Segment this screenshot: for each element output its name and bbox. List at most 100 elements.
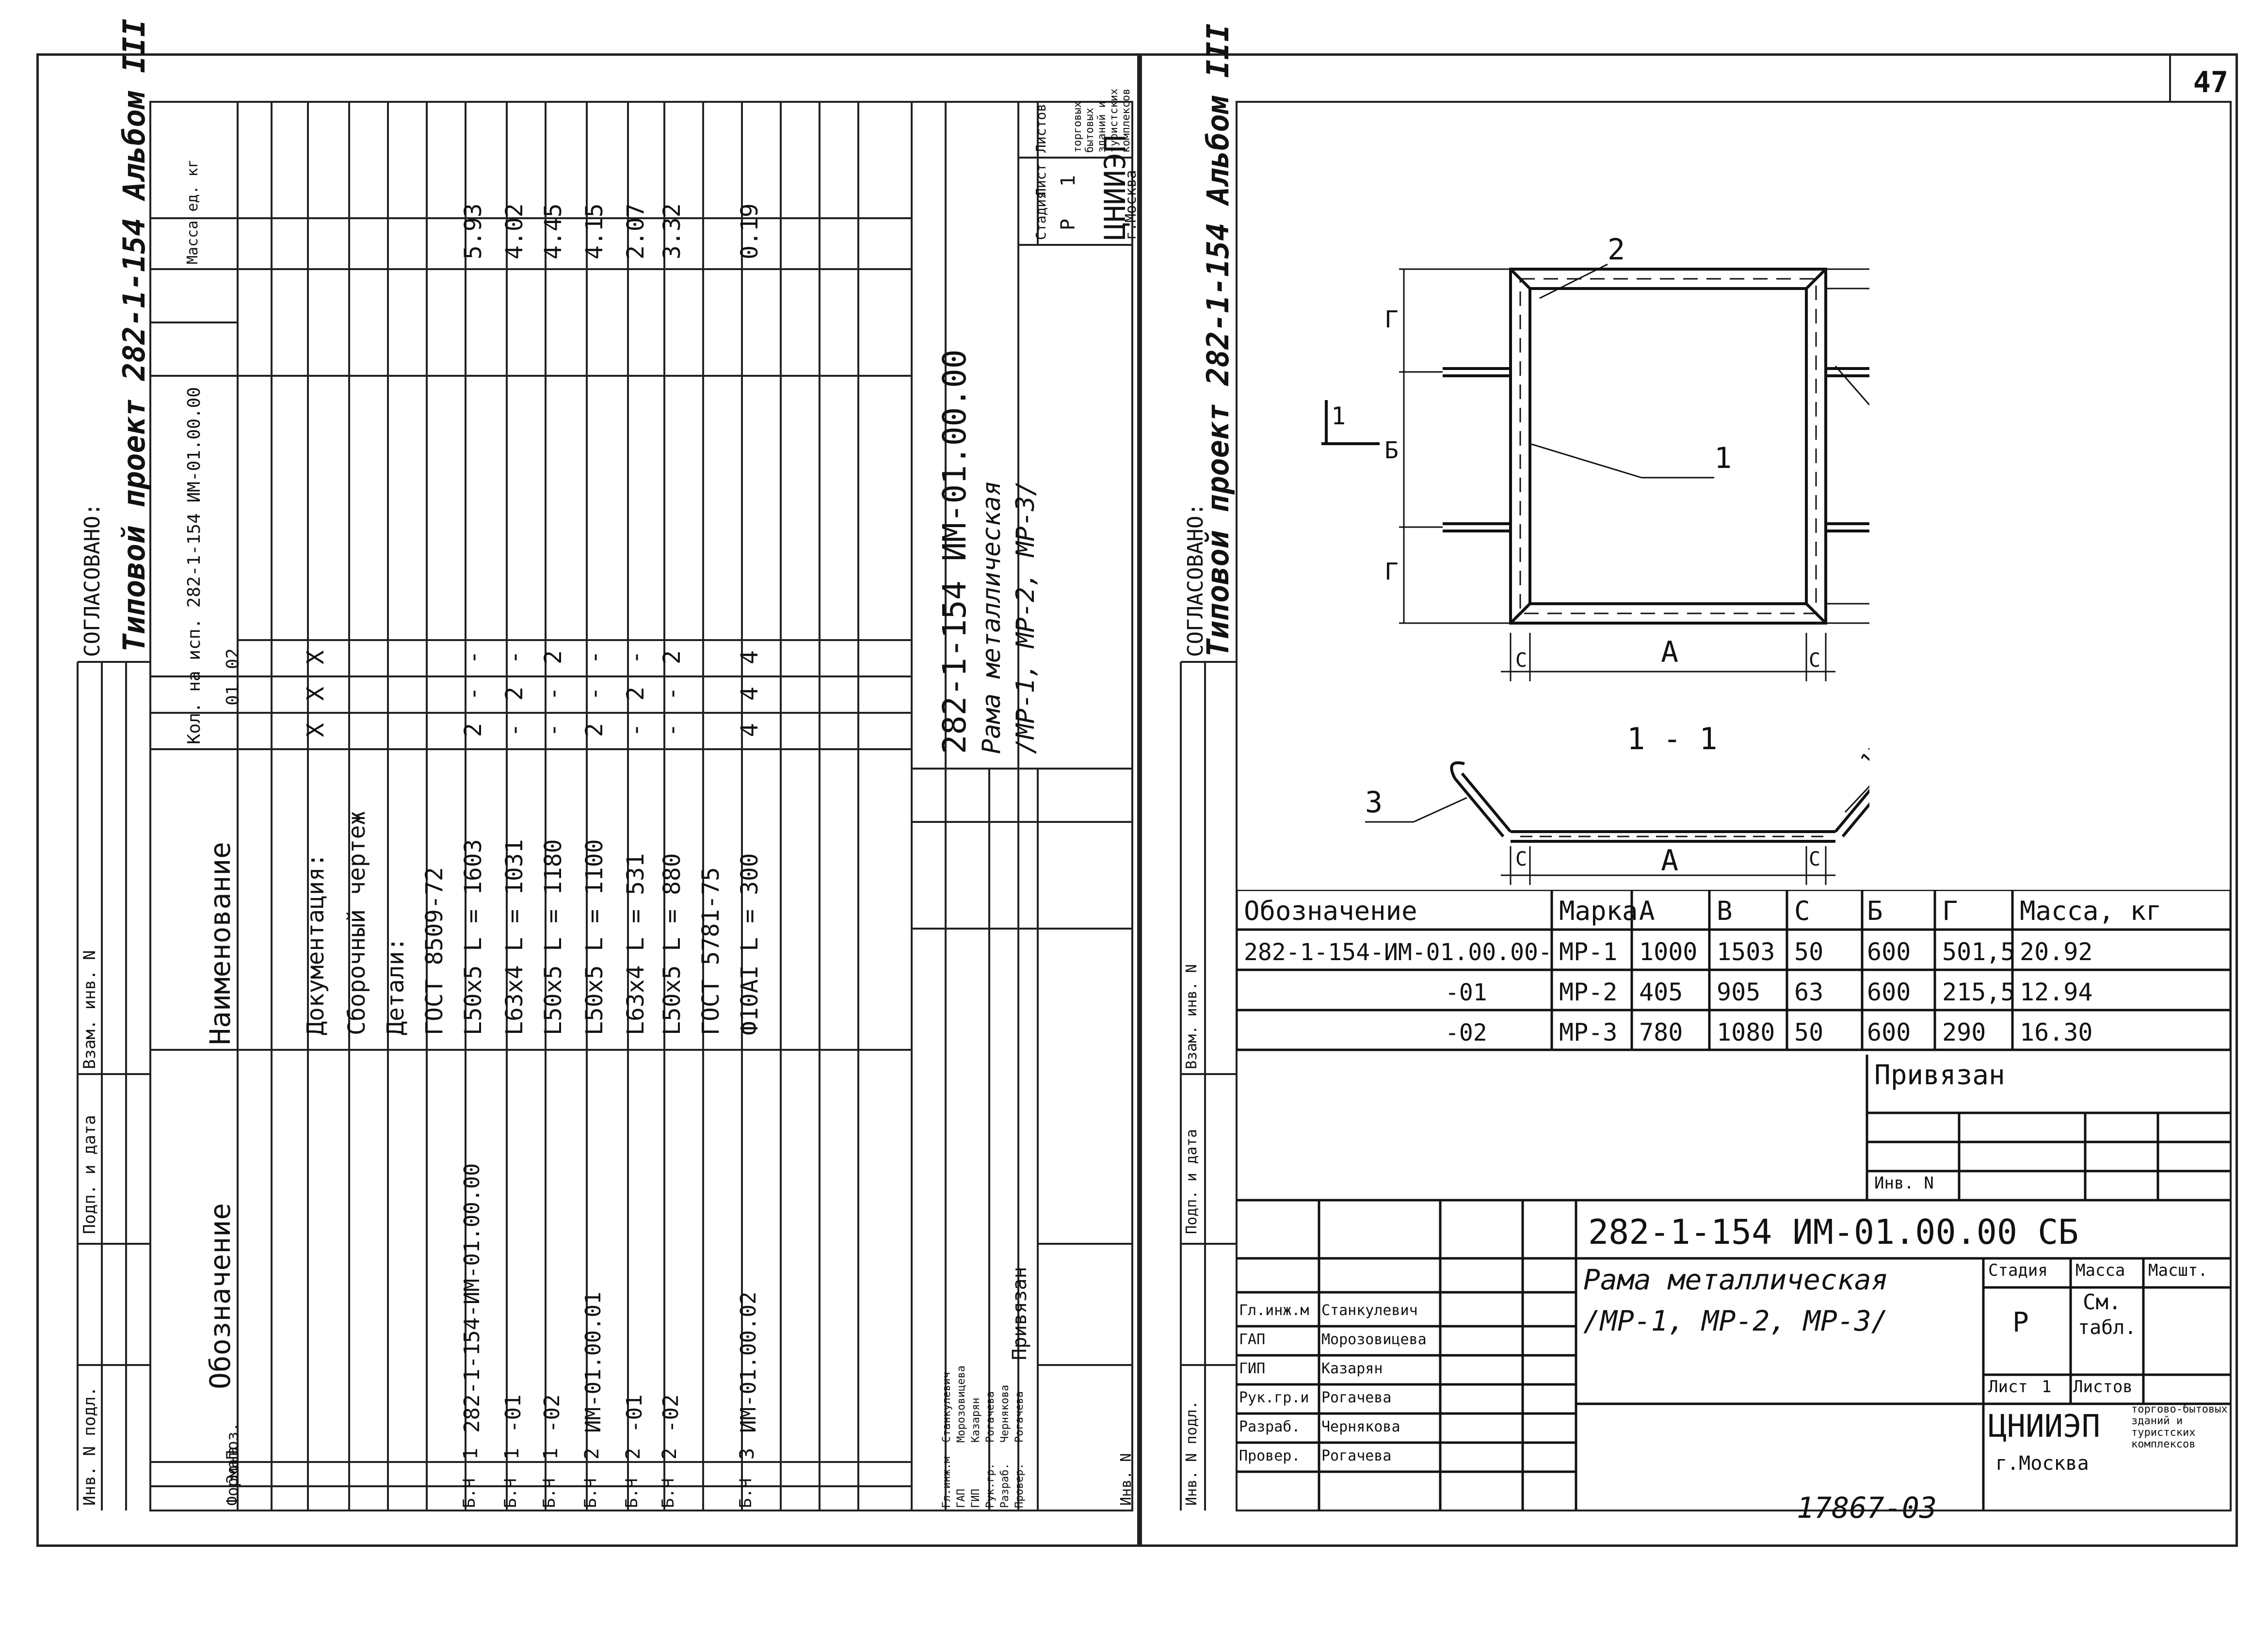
label-1: 1 (1714, 441, 1732, 475)
stamp-person: Морозовицева (1321, 1331, 1427, 1348)
row-name: Детали: (382, 937, 409, 1035)
stamp-person: Станкулевич (1321, 1302, 1418, 1319)
row-designation: -02 (540, 1394, 564, 1433)
row-qty-0: X (302, 723, 329, 737)
left-stamp-stage-label: Стадия (1033, 191, 1049, 240)
right-stamp-title1: Рама металлическая (1583, 1263, 1888, 1296)
side-stamp-3: Взам. инв. N (80, 950, 99, 1069)
right-stamp-grid (1237, 1055, 2231, 1510)
col-designation: Обозначение (204, 1203, 237, 1389)
dim-g-bot: Г (1384, 558, 1399, 585)
stamp-person: Чернякова (1321, 1418, 1400, 1435)
variants-header: Масса, кг (2020, 896, 2162, 926)
variants-cell: 405 (1639, 978, 1683, 1006)
label-3a: 3 (1365, 786, 1383, 820)
right-stamp-sheets-label: Листов (2073, 1377, 2133, 1397)
row-qty-2: X (302, 650, 329, 664)
left-stamp-sheet-label: Лист (1033, 163, 1049, 196)
row-name: Документация: (302, 853, 329, 1035)
stamp-person: Морозовицева (955, 1366, 967, 1443)
variants-cell: 50 (1794, 938, 1823, 966)
section-title: 1 - 1 (1627, 721, 1718, 756)
right-stamp-org-note: торгово-бытовых зданий и туристских комп… (2131, 1403, 2228, 1450)
variants-cell: 501,5 (1942, 938, 2015, 966)
row-qty-2: 2 (540, 650, 567, 664)
row-format: Б.Ч (622, 1478, 642, 1508)
side-stamp-2: Подп. и дата (80, 1115, 99, 1234)
album-title-right: Типовой проект 282-1-154 Альбом III (1200, 23, 1236, 657)
left-stamp-title1: Рама металлическая (977, 481, 1006, 754)
stamp-person: Чернякова (999, 1384, 1011, 1443)
stamp-person: Станкулевич (941, 1372, 953, 1443)
variants-cell: 20.92 (2020, 938, 2093, 966)
left-binding-label: Привязан (1009, 1267, 1031, 1360)
variants-header: В (1717, 896, 1733, 926)
row-format: Б.Ч (540, 1478, 559, 1508)
row-mass: 5.93 (460, 203, 487, 259)
dim-b6: Б (1384, 437, 1399, 464)
row-designation: 282-1-154-ИМ-01.00.00 (460, 1163, 484, 1433)
variants-cell: 12.94 (2020, 978, 2093, 1006)
row-mass: 3.32 (659, 203, 686, 259)
variants-cell: 215,5 (1942, 978, 2015, 1006)
row-qty-2: - (622, 650, 649, 664)
right-stamp-scale-label: Масшт. (2148, 1261, 2208, 1280)
row-qty-1: 4 (736, 687, 763, 701)
variants-cell: МР-2 (1559, 978, 1617, 1006)
row-qty-0: - (659, 723, 686, 737)
right-sheet: 47 СОГЛАСОВАНО: Инв. N подл. Подп. и дат… (1140, 24, 2238, 1547)
variants-cell: 50 (1794, 1018, 1823, 1046)
approval-label: СОГЛАСОВАНО: (80, 503, 105, 657)
row-qty-1: - (460, 687, 487, 701)
dim-c-br: С (1809, 649, 1820, 672)
frame-drawing: 2 1 7 3 3 А А С С С С Г Б Г В С С 1 1 1 … (1321, 233, 1869, 885)
left-stamp-city: г.Москва (1123, 170, 1140, 241)
row-qty-1: 2 (622, 687, 649, 701)
variants-header: Б (1867, 896, 1883, 926)
col-pos: Поз. (223, 1422, 241, 1460)
variants-cell: МР-3 (1559, 1018, 1617, 1046)
row-name: L63x4 L = 1031 (501, 839, 528, 1035)
left-inv-label: Инв. N (1118, 1453, 1135, 1506)
stamp-person: Рогачева (1013, 1391, 1026, 1443)
dim-c-bl: С (1515, 649, 1527, 672)
row-qty-0: - (622, 723, 649, 737)
dim-g-top: Г (1384, 306, 1399, 333)
dim-c-sl: С (1515, 848, 1527, 870)
album-title-left: Типовой проект 282-1-154 Альбом III (116, 18, 152, 652)
stamp-role: Разраб. (1239, 1418, 1301, 1435)
variants-cell: 600 (1867, 978, 1911, 1006)
row-pos: 2 (581, 1447, 603, 1460)
row-qty-0: 2 (460, 723, 487, 737)
right-stamp-mass-label: Масса (2075, 1261, 2125, 1280)
right-binding-label: Привязан (1874, 1060, 2005, 1091)
row-qty-2: - (460, 650, 487, 664)
row-format: Б.Ч (659, 1478, 678, 1508)
row-name: ГОСТ 5781-75 (697, 867, 724, 1035)
angle-dim: 150 (1856, 731, 1869, 771)
right-side-stamp-2: Подп. и дата (1183, 1129, 1200, 1234)
row-format: Б.Ч (501, 1478, 520, 1508)
row-format: Б.Ч (460, 1478, 479, 1508)
left-stamp-stage: Р (1057, 218, 1079, 230)
page-number: 47 (2193, 65, 2228, 99)
variants-header: А (1639, 896, 1655, 926)
row-pos: 3 (736, 1447, 758, 1460)
left-sheet: СОГЛАСОВАНО: Инв. N подл. Подп. и дата В… (36, 19, 1140, 1547)
variants-cell: 1080 (1717, 1018, 1775, 1046)
row-qty-2: - (501, 650, 528, 664)
col-mass: Масса ед. кг (184, 159, 201, 264)
stamp-role: Провер. (1013, 1463, 1026, 1508)
variants-header: С (1794, 896, 1810, 926)
right-stamp-sheet-label: Лист (1988, 1377, 2028, 1397)
stamp-person: Рогачева (1321, 1447, 1392, 1464)
variants-cell: 1503 (1717, 938, 1775, 966)
variants-cell: 600 (1867, 1018, 1911, 1046)
col-variant-01: 01 (223, 684, 243, 706)
row-mass: 4.45 (540, 203, 567, 259)
row-name: ГОСТ 8509-72 (421, 867, 448, 1035)
row-qty-0: - (501, 723, 528, 737)
right-stamp-org: ЦНИИЭП (1988, 1409, 2101, 1445)
row-pos: 1 (501, 1447, 523, 1460)
